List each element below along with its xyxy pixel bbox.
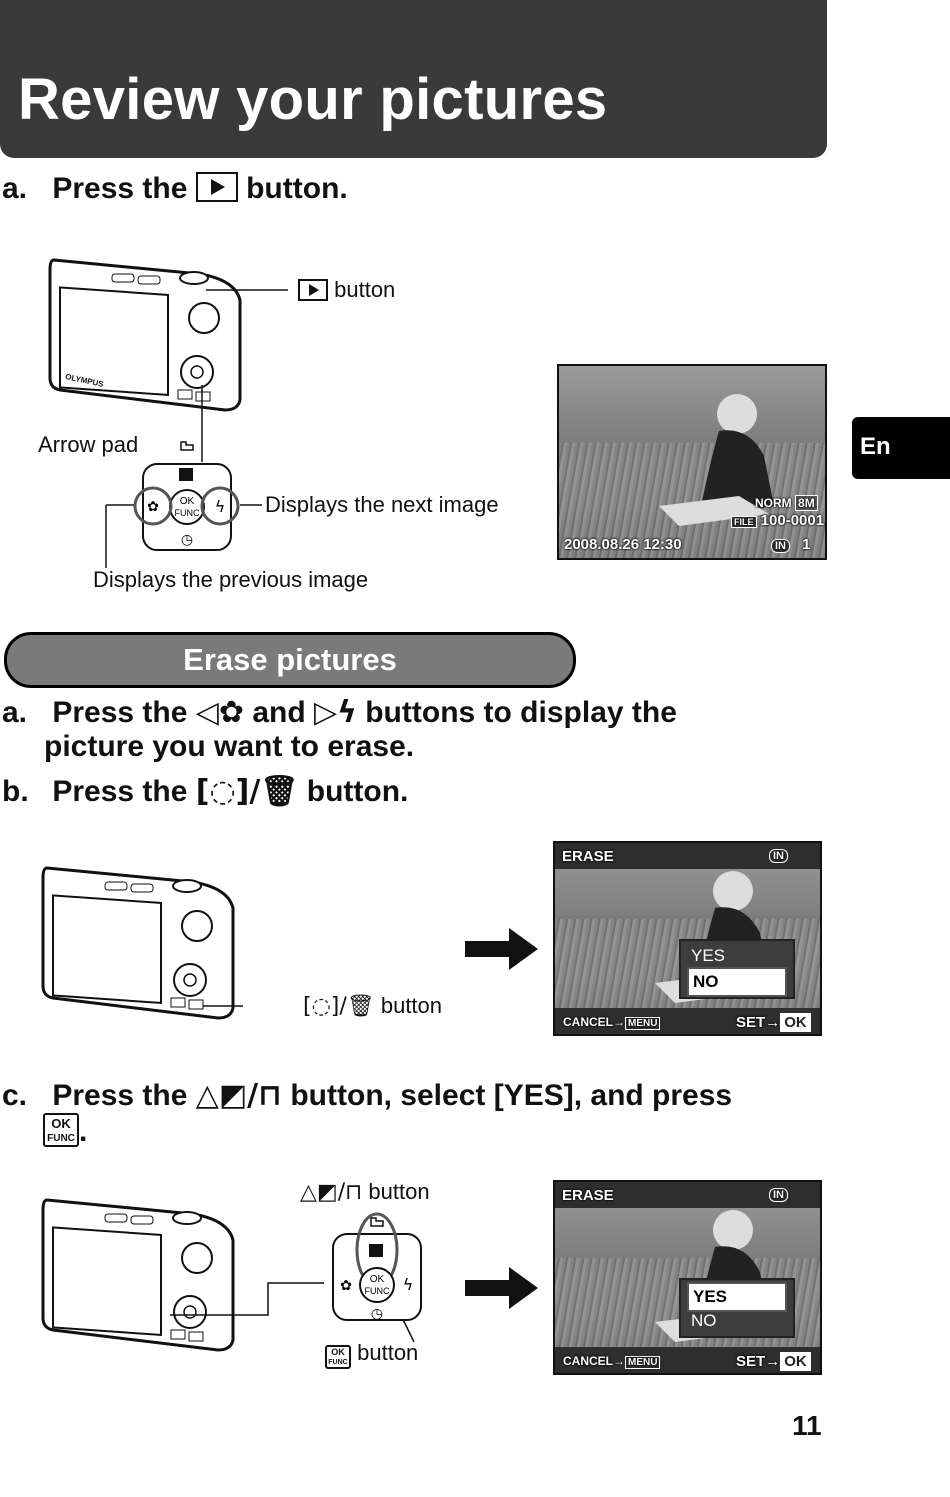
camera-illustration: [41, 1198, 235, 1352]
svg-text:✿: ✿: [147, 499, 159, 515]
camera-illustration: [48, 258, 242, 412]
stabilizer-erase-icon: [◌]/🗑: [303, 994, 375, 1019]
step-label: c.: [2, 1079, 28, 1112]
erase-menu: YES NO: [679, 939, 795, 999]
step-label: a.: [2, 172, 28, 205]
func-label: FUNC: [328, 1359, 348, 1366]
screen-title: ERASE: [562, 848, 614, 865]
step-text: Press the: [52, 172, 188, 205]
right-arrow-icon: ▷ϟ: [314, 695, 357, 730]
menu-option-yes[interactable]: YES: [687, 1282, 787, 1312]
stabilizer-erase-icon: [◌]/🗑: [195, 774, 299, 809]
svg-text:FUNC: FUNC: [175, 508, 200, 518]
svg-text:◷: ◷: [181, 532, 193, 548]
func-label: FUNC: [47, 1133, 75, 1144]
svg-text:◷: ◷: [371, 1306, 383, 1322]
set-label: SET: [736, 1353, 766, 1370]
ok-func-icon: OK FUNC: [43, 1113, 79, 1147]
date-time: 2008.08.26 12:30: [564, 536, 682, 553]
page-title: Review your pictures: [18, 67, 608, 132]
ok-label: OK: [331, 1347, 345, 1357]
play-icon: [195, 172, 238, 202]
arrow-pad-diagram: OK FUNC ✿ ϟ ◷: [332, 1212, 422, 1322]
erase-step-b: b. Press the [◌]/🗑 button.: [2, 774, 408, 809]
arrow-pad-callout: Arrow pad: [38, 432, 139, 457]
ok-button-callout: OK FUNC button: [325, 1340, 418, 1369]
up-button-callout: △◩/⊓ button: [300, 1179, 430, 1205]
step-text-line2: picture you want to erase.: [44, 730, 415, 763]
step-text: buttons to display the: [365, 696, 677, 729]
file-icon: FILE: [731, 516, 757, 528]
menu-key: MENU: [625, 1356, 661, 1369]
ok-label: OK: [51, 1116, 71, 1131]
memory-indicator: IN: [769, 1188, 788, 1202]
playback-screen: NORM 8M FILE 100-0001 2008.08.26 12:30 I…: [557, 364, 827, 560]
erase-screen-yes: ERASE IN YES NO CANCEL→MENU SET→OK: [553, 1180, 822, 1375]
ok-key: OK: [780, 1352, 811, 1371]
svg-text:FUNC: FUNC: [365, 1286, 390, 1296]
step-text: and: [252, 696, 306, 729]
menu-option-yes[interactable]: YES: [691, 946, 726, 965]
erase-button-callout: [◌]/🗑 button: [303, 993, 442, 1019]
arrow-right-icon: [465, 928, 538, 970]
play-button-callout: button: [298, 277, 395, 303]
step-text: button.: [246, 172, 348, 205]
frame-number: 1: [802, 536, 811, 553]
step-text: Press the: [52, 1079, 188, 1112]
quality-indicator: NORM: [755, 496, 792, 510]
step-text: .: [79, 1115, 88, 1148]
step-text: button, select [YES], and press: [290, 1079, 733, 1112]
step-text: Press the: [52, 775, 188, 808]
svg-text:OK: OK: [180, 496, 195, 507]
erase-menu: YES NO: [679, 1278, 795, 1338]
left-arrow-icon: ◁✿: [195, 695, 244, 730]
erase-section-banner: Erase pictures: [4, 632, 576, 688]
page-number: 11: [792, 1410, 822, 1441]
erase-step-a: a. Press the ◁✿ and ▷ϟ buttons to displa…: [2, 695, 677, 730]
language-tab-label: En: [860, 433, 891, 460]
size-indicator: 8M: [795, 495, 818, 511]
step-a-play: a. Press the button.: [2, 172, 348, 206]
next-image-callout: Displays the next image: [265, 492, 499, 517]
arrow-right-icon: [465, 1267, 538, 1309]
language-tab: En: [852, 417, 950, 479]
camera-illustration: [41, 866, 243, 1020]
set-label: SET: [736, 1014, 766, 1031]
play-icon: [298, 279, 328, 301]
menu-option-no[interactable]: NO: [687, 967, 787, 997]
svg-text:OK: OK: [370, 1274, 385, 1285]
up-exposure-print-icon: △◩/⊓: [300, 1180, 363, 1205]
step-text: button.: [306, 775, 409, 808]
screen-title: ERASE: [562, 1187, 614, 1204]
step-text: Press the: [52, 696, 188, 729]
callout-text: button: [380, 993, 443, 1018]
cancel-label: CANCEL: [563, 1015, 613, 1029]
previous-image-callout: Displays the previous image: [93, 567, 369, 592]
erase-section-title: Erase pictures: [183, 642, 397, 677]
photo-subject: [659, 394, 774, 526]
step-label: a.: [2, 696, 28, 729]
header-bar: Review your pictures: [0, 0, 827, 158]
memory-indicator: IN: [771, 539, 790, 553]
file-number: 100-0001: [760, 512, 825, 529]
svg-text:ϟ: ϟ: [215, 497, 226, 516]
memory-indicator: IN: [769, 849, 788, 863]
step-label: b.: [2, 775, 29, 808]
menu-key: MENU: [625, 1017, 661, 1030]
up-exposure-print-icon: △◩/⊓: [195, 1078, 283, 1113]
erase-step-c: c. Press the △◩/⊓ button, select [YES], …: [2, 1078, 732, 1113]
svg-text:✿: ✿: [340, 1278, 352, 1294]
callout-text: button: [368, 1179, 430, 1204]
erase-screen-no: ERASE IN YES NO CANCEL→MENU SET→OK: [553, 841, 822, 1036]
callout-lines: [105, 289, 288, 568]
menu-option-no[interactable]: NO: [691, 1311, 717, 1330]
ok-func-inline: OK FUNC .: [43, 1113, 87, 1149]
callout-text: button: [334, 277, 396, 302]
ok-func-icon: OK FUNC: [325, 1345, 351, 1369]
ok-key: OK: [780, 1013, 811, 1032]
cancel-label: CANCEL: [563, 1354, 613, 1368]
arrow-pad-diagram: OK FUNC ✿ ϟ ◷: [133, 440, 240, 551]
callout-text: button: [357, 1340, 419, 1365]
svg-text:ϟ: ϟ: [403, 1275, 414, 1294]
